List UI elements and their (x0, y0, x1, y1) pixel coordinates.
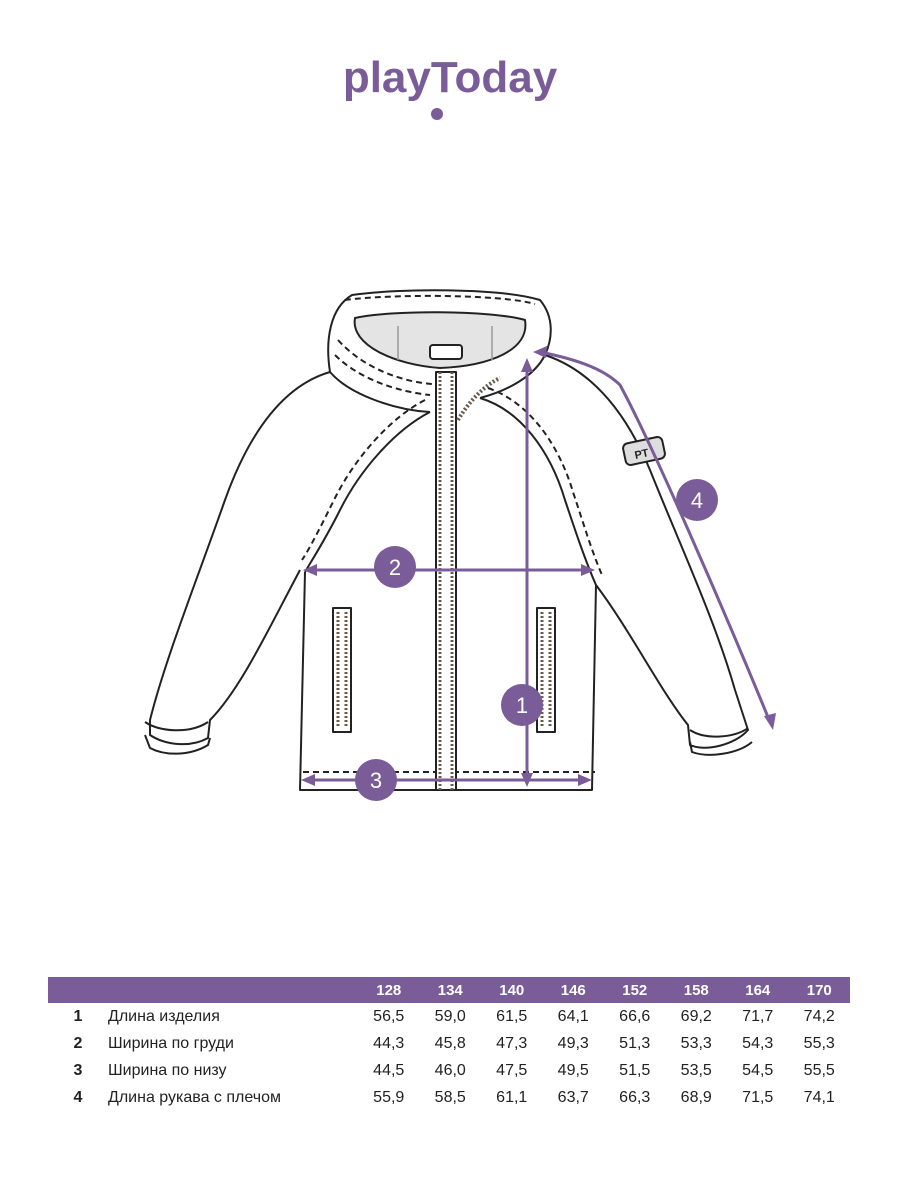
table-cell: 71,5 (742, 1088, 774, 1106)
logo-dot (431, 108, 443, 120)
row-number: 3 (73, 1061, 83, 1079)
table-cell: 44,3 (373, 1034, 405, 1052)
table-cell: 58,5 (434, 1088, 466, 1106)
table-cell: 54,5 (742, 1061, 774, 1079)
table-cell: 74,1 (803, 1088, 835, 1106)
table-cell: 47,3 (496, 1034, 528, 1052)
table-cell: 56,5 (373, 1007, 405, 1025)
table-cell: 66,3 (619, 1088, 651, 1106)
row-number: 1 (73, 1007, 83, 1025)
marker-3: 3 (355, 759, 397, 801)
size-header-cell: 140 (481, 977, 543, 1003)
hood-outline (327, 289, 552, 373)
size-header-cell: 134 (419, 977, 481, 1003)
table-cell: 46,0 (434, 1061, 466, 1079)
row-number: 4 (73, 1088, 83, 1106)
size-header-cell: 128 (358, 977, 420, 1003)
brand-logo-text: playToday (343, 53, 558, 102)
table-cell: 63,7 (557, 1088, 589, 1106)
size-table: 128 134 140 146 152 158 164 170 1 Длина … (48, 977, 850, 1111)
row-label: Длина изделия (108, 1007, 220, 1025)
marker-2: 2 (374, 546, 416, 588)
svg-text:3: 3 (370, 768, 382, 793)
marker-4: 4 (676, 479, 718, 521)
right-raglan-seam (479, 397, 597, 586)
right-sleeve (544, 354, 749, 749)
table-cell: 66,6 (619, 1007, 651, 1025)
table-cell: 68,9 (680, 1088, 712, 1106)
svg-text:2: 2 (389, 555, 401, 580)
table-cell: 74,2 (803, 1007, 835, 1025)
row-label: Ширина по низу (108, 1061, 227, 1079)
size-header-cell: 152 (604, 977, 666, 1003)
table-cell: 54,3 (742, 1034, 774, 1052)
table-cell: 55,9 (373, 1088, 405, 1106)
table-cell: 61,1 (496, 1088, 528, 1106)
table-cell: 55,5 (803, 1061, 835, 1079)
table-row: 2 Ширина по груди 44,3 45,8 47,3 49,3 51… (48, 1030, 850, 1057)
marker-1: 1 (501, 684, 543, 726)
table-cell: 51,5 (619, 1061, 651, 1079)
size-header-cell: 170 (788, 977, 850, 1003)
table-cell: 45,8 (434, 1034, 466, 1052)
sleeve-patch-text: PT (634, 447, 651, 462)
table-cell: 53,3 (680, 1034, 712, 1052)
table-cell: 69,2 (680, 1007, 712, 1025)
size-header-cell: 158 (665, 977, 727, 1003)
table-row: 1 Длина изделия 56,5 59,0 61,5 64,1 66,6… (48, 1003, 850, 1030)
left-sleeve (149, 371, 331, 746)
table-cell: 47,5 (496, 1061, 528, 1079)
size-header-row: 128 134 140 146 152 158 164 170 (48, 977, 850, 1003)
table-cell: 71,7 (742, 1007, 774, 1025)
svg-text:4: 4 (691, 488, 703, 513)
table-cell: 44,5 (373, 1061, 405, 1079)
measure-line-4 (539, 350, 772, 723)
table-cell: 49,3 (557, 1034, 589, 1052)
left-pocket (332, 607, 352, 733)
table-row: 4 Длина рукава с плечом 55,9 58,5 61,1 6… (48, 1084, 850, 1111)
table-cell: 61,5 (496, 1007, 528, 1025)
hood-stitch (344, 294, 536, 305)
table-cell: 59,0 (434, 1007, 466, 1025)
row-label: Длина рукава с плечом (108, 1088, 281, 1106)
svg-text:1: 1 (516, 693, 528, 718)
row-label: Ширина по груди (108, 1034, 234, 1052)
hood-tab (429, 344, 463, 360)
size-header-cell: 164 (727, 977, 789, 1003)
size-header-cell: 146 (542, 977, 604, 1003)
table-cell: 55,3 (803, 1034, 835, 1052)
table-cell: 53,5 (680, 1061, 712, 1079)
table-cell: 64,1 (557, 1007, 589, 1025)
table-row: 3 Ширина по низу 44,5 46,0 47,5 49,5 51,… (48, 1057, 850, 1084)
table-cell: 51,3 (619, 1034, 651, 1052)
left-raglan-seam (304, 411, 431, 573)
table-cell: 49,5 (557, 1061, 589, 1079)
row-number: 2 (73, 1034, 83, 1052)
brand-logo: playToday (343, 53, 558, 120)
